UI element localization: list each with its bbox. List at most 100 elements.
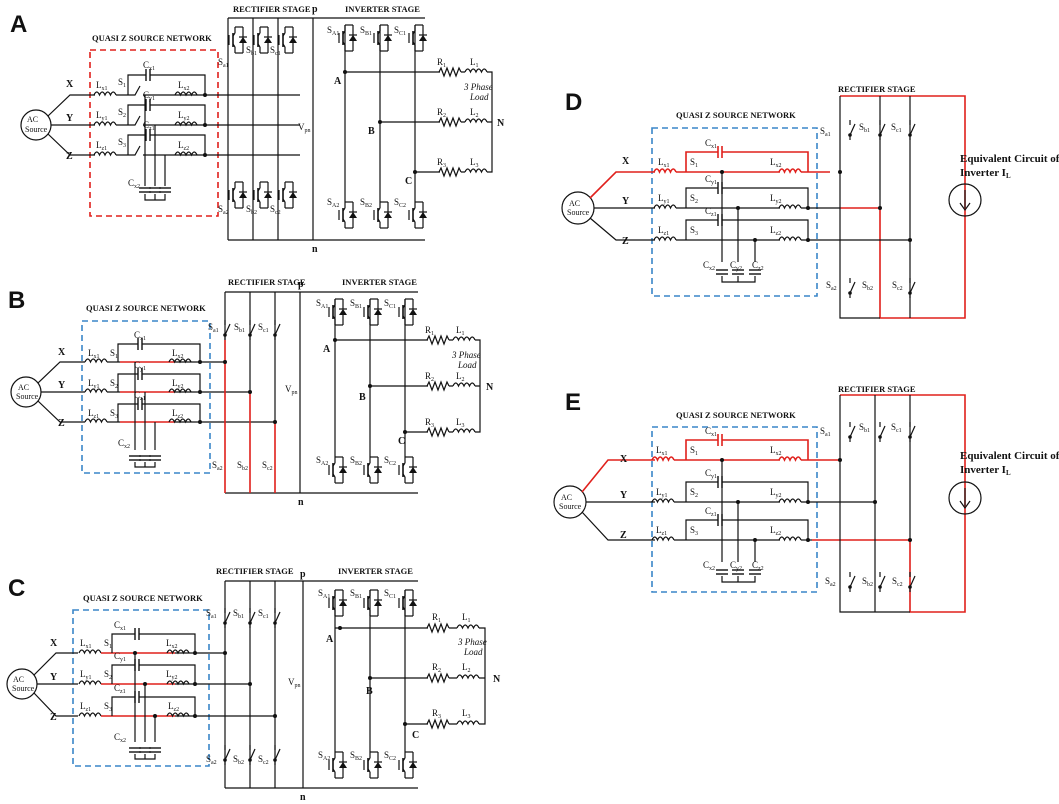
svg-text:Cz2: Cz2 (752, 560, 764, 572)
load-label-a-1: 3 Phase (463, 82, 493, 92)
svg-text:Vpn: Vpn (288, 677, 301, 689)
svg-text:Sa1: Sa1 (218, 57, 229, 69)
svg-text:Lz1: Lz1 (656, 525, 667, 537)
svg-text:Y: Y (622, 196, 630, 207)
ac-source-word-a: Source (25, 125, 48, 134)
svg-text:Y: Y (58, 380, 66, 391)
svg-text:n: n (300, 792, 306, 803)
svg-text:AC: AC (569, 199, 580, 208)
svg-text:Lz2: Lz2 (770, 225, 781, 237)
svg-text:Load: Load (463, 647, 483, 657)
svg-text:A: A (326, 634, 334, 645)
svg-text:Ly1: Ly1 (88, 378, 100, 390)
svg-text:SA2: SA2 (316, 455, 328, 467)
svg-text:N: N (493, 674, 501, 685)
svg-text:Z: Z (58, 418, 65, 429)
svg-text:Cx2: Cx2 (118, 438, 130, 450)
svg-text:L3: L3 (462, 708, 471, 720)
svg-text:Sc2: Sc2 (258, 754, 269, 766)
svg-text:Lx1: Lx1 (656, 445, 668, 457)
svg-text:R3: R3 (437, 157, 446, 169)
svg-text:Sc1: Sc1 (891, 122, 902, 134)
panel-c-inverter-title: INVERTER STAGE (338, 566, 413, 576)
svg-text:SA2: SA2 (327, 197, 339, 209)
svg-text:Sb2: Sb2 (862, 576, 873, 588)
svg-text:Vpn: Vpn (285, 384, 298, 396)
svg-text:R3: R3 (432, 708, 441, 720)
panel-a: A QUASI Z SOURCE NETWORK RECTIFIER STAGE… (10, 4, 505, 255)
svg-text:Cx2: Cx2 (703, 260, 715, 272)
panel-e-network-title: QUASI Z SOURCE NETWORK (676, 410, 796, 420)
svg-text:Ly2: Ly2 (770, 193, 782, 205)
svg-text:Source: Source (16, 392, 39, 401)
panel-d: D QUASI Z SOURCE NETWORK RECTIFIER STAGE… (561, 84, 1059, 319)
svg-text:Ly1: Ly1 (96, 110, 108, 122)
svg-text:S3: S3 (110, 408, 118, 420)
svg-text:S3: S3 (104, 701, 112, 713)
panel-e-qzsn-box (651, 426, 818, 593)
panel-d-equivalent-sub: L (1006, 172, 1011, 180)
svg-text:Z: Z (50, 712, 57, 723)
svg-text:S2: S2 (104, 669, 112, 681)
svg-text:R1: R1 (432, 612, 441, 624)
svg-text:L2: L2 (456, 371, 465, 383)
panel-e-equivalent-sub: L (1006, 469, 1011, 477)
svg-text:SB1: SB1 (350, 588, 362, 600)
svg-text:S1: S1 (690, 445, 698, 457)
svg-text:Z: Z (620, 530, 627, 541)
panel-a-qzsn-box (89, 49, 219, 217)
svg-text:X: X (50, 638, 58, 649)
svg-text:SA1: SA1 (316, 298, 328, 310)
svg-text:S2: S2 (110, 378, 118, 390)
svg-text:Source: Source (12, 684, 35, 693)
svg-text:R1: R1 (437, 57, 446, 69)
svg-text:Sc1: Sc1 (258, 322, 269, 334)
svg-text:Cy1: Cy1 (705, 174, 717, 186)
svg-text:Sb1: Sb1 (234, 322, 245, 334)
panel-e: E QUASI Z SOURCE NETWORK RECTIFIER STAGE… (553, 384, 1059, 613)
panel-b: B QUASI Z SOURCE NETWORK RECTIFIER STAGE… (8, 277, 494, 508)
panel-a-rectifier-title: RECTIFIER STAGE (233, 4, 311, 14)
svg-text:SA1: SA1 (327, 25, 339, 37)
svg-text:S1: S1 (110, 348, 118, 360)
svg-text:Cx2: Cx2 (114, 732, 126, 744)
svg-text:Lx2: Lx2 (172, 348, 184, 360)
svg-text:Sa1: Sa1 (820, 426, 831, 438)
svg-text:Lx1: Lx1 (80, 638, 92, 650)
svg-text:Y: Y (50, 672, 58, 683)
svg-text:SB2: SB2 (350, 750, 362, 762)
svg-text:p: p (298, 279, 304, 290)
panel-d-qzsn-box (651, 127, 818, 297)
phase-z-a: Z (66, 151, 73, 162)
svg-text:SC1: SC1 (394, 25, 406, 37)
svg-text:Sa2: Sa2 (826, 280, 837, 292)
svg-text:Sb1: Sb1 (859, 122, 870, 134)
svg-text:R1: R1 (425, 325, 434, 337)
svg-text:Lx1: Lx1 (96, 80, 108, 92)
svg-text:Sb1: Sb1 (246, 45, 257, 57)
svg-text:SB2: SB2 (360, 197, 372, 209)
svg-text:Sa2: Sa2 (206, 754, 217, 766)
svg-text:Lx2: Lx2 (770, 445, 782, 457)
svg-text:L1: L1 (456, 325, 465, 337)
svg-text:Lx2: Lx2 (178, 80, 190, 92)
svg-text:C: C (405, 176, 412, 187)
svg-text:Lx2: Lx2 (770, 157, 782, 169)
svg-text:X: X (620, 454, 628, 465)
svg-text:Ly2: Ly2 (770, 487, 782, 499)
svg-text:Cx2: Cx2 (703, 560, 715, 572)
svg-text:Cy1: Cy1 (705, 468, 717, 480)
svg-text:AC: AC (13, 675, 24, 684)
panel-letter-d: D (565, 89, 582, 116)
svg-text:S3: S3 (690, 525, 698, 537)
svg-text:L3: L3 (456, 417, 465, 429)
svg-text:Z: Z (622, 236, 629, 247)
svg-text:R2: R2 (425, 371, 434, 383)
svg-text:SB1: SB1 (350, 298, 362, 310)
svg-text:Ly1: Ly1 (656, 487, 668, 499)
panel-e-equivalent-label2: Inverter I (960, 464, 1006, 476)
svg-text:S1: S1 (690, 157, 698, 169)
svg-text:SC2: SC2 (394, 197, 406, 209)
panel-e-equivalent-label: Equivalent Circuit of (960, 450, 1059, 462)
svg-text:Sb1: Sb1 (859, 422, 870, 434)
